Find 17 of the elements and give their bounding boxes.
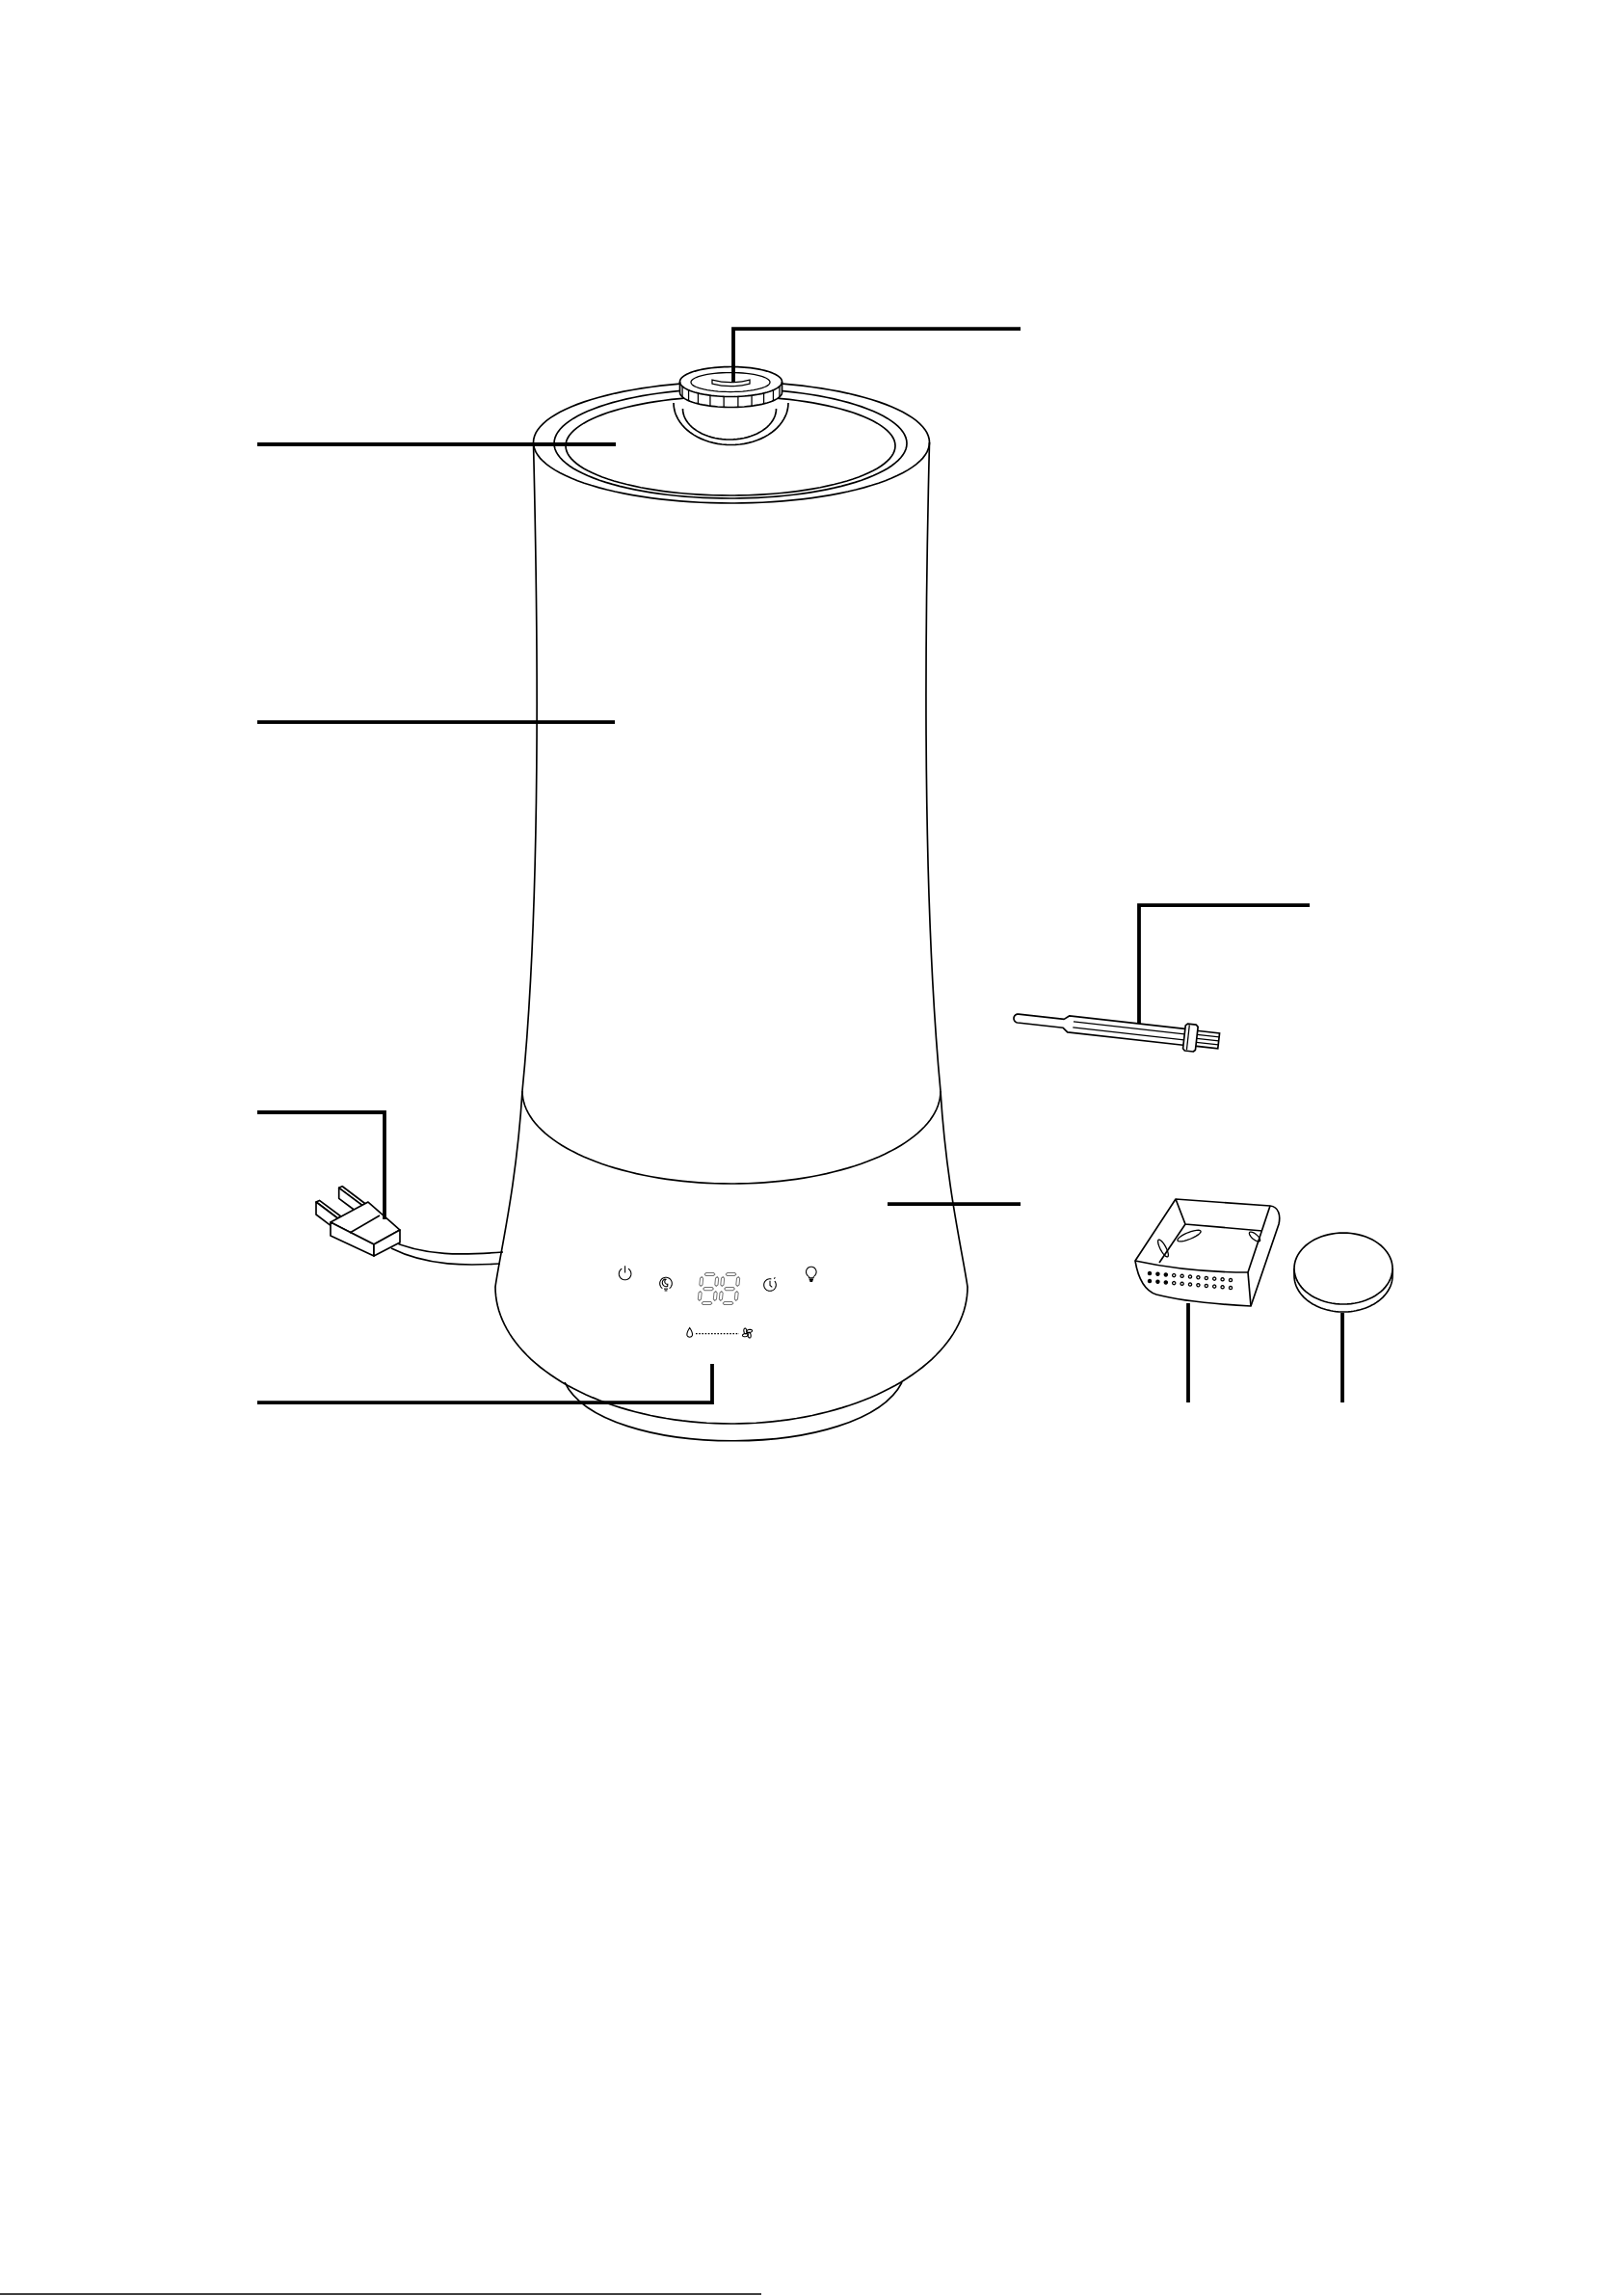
humidifier-base (494, 1090, 968, 1442)
power-plug (315, 1185, 504, 1266)
leader-line (257, 442, 616, 446)
tank-lid (532, 381, 931, 504)
leader-line (1340, 1313, 1344, 1403)
leader-line (257, 1110, 386, 1220)
leader-line (731, 327, 1021, 384)
leader-line (888, 1202, 1021, 1206)
leader-line (1186, 1303, 1190, 1403)
cleaning-brush (1013, 1013, 1221, 1053)
cap-knob (678, 365, 783, 409)
filter-tray (1134, 1198, 1281, 1307)
leader-line (1137, 903, 1310, 1024)
leader-line (257, 720, 615, 724)
filter-disc (1293, 1232, 1393, 1313)
leader-line (257, 1364, 714, 1404)
water-tank (521, 441, 942, 1092)
